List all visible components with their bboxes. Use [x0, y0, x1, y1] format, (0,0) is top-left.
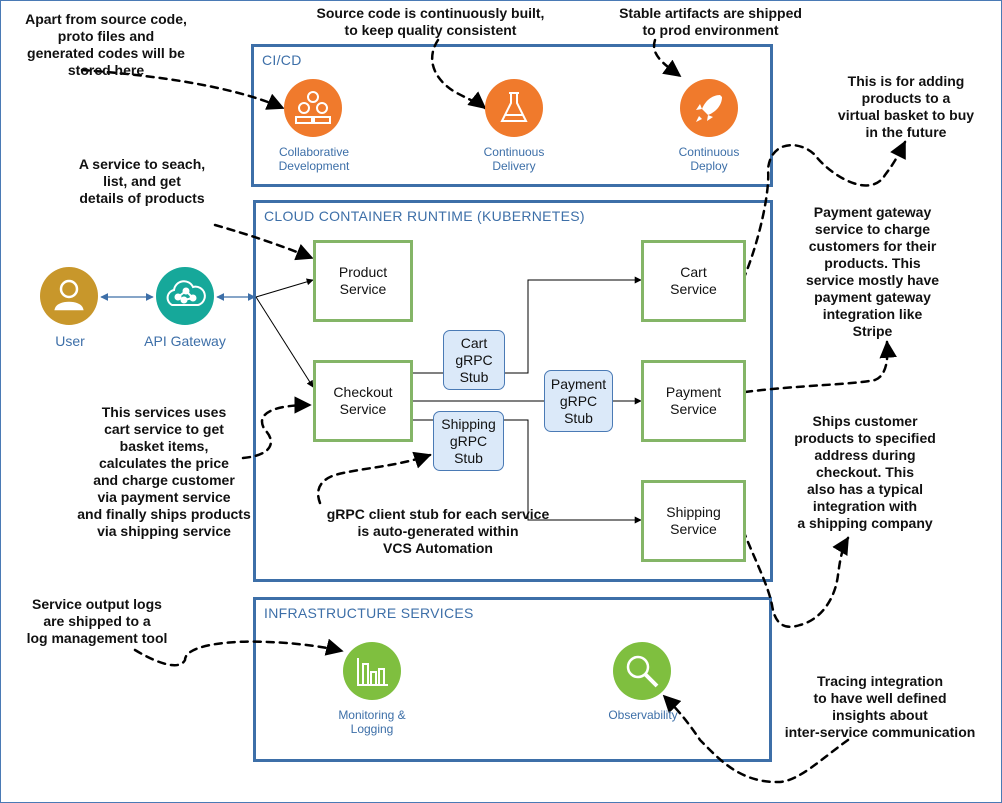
flow-to-checkout: [255, 296, 314, 388]
arrow-logs: [133, 638, 344, 667]
arrow-product: [213, 223, 314, 261]
arrow-continuous-build: [430, 38, 487, 110]
checkout-service[interactable]: Checkout Service: [313, 360, 413, 442]
note-payment-purpose: Payment gateway service to charge custom…: [805, 204, 940, 339]
note-source-storage: Apart from source code, proto files and …: [25, 11, 187, 78]
arrow-source-storage: [80, 68, 285, 110]
delivery-label: Continuous Delivery: [483, 145, 545, 173]
infra-section: INFRASTRUCTURE SERVICES: [253, 597, 772, 762]
gateway-label: API Gateway: [144, 333, 226, 349]
monitoring-label: Monitoring & Logging: [338, 708, 406, 736]
user-label: User: [55, 333, 85, 349]
arrow-tracing: [662, 694, 850, 784]
runtime-section: CLOUD CONTAINER RUNTIME (KUBERNETES): [253, 200, 773, 582]
infra-section-title: INFRASTRUCTURE SERVICES: [264, 605, 474, 621]
arrow-payment: [743, 340, 897, 394]
person-icon: [40, 267, 98, 325]
note-checkout-purpose: This services uses cart service to get b…: [77, 404, 251, 539]
cicd-section-title: CI/CD: [262, 52, 302, 68]
note-tracing: Tracing integration to have well defined…: [784, 673, 976, 740]
cloud-network-icon: [156, 267, 214, 325]
arrow-shipping: [741, 528, 850, 629]
cart-service[interactable]: Cart Service: [641, 240, 746, 322]
note-logs: Service output logs are shipped to a log…: [26, 596, 168, 646]
people-group-icon: [284, 79, 342, 137]
cart-grpc-stub[interactable]: Cart gRPC Stub: [443, 330, 505, 390]
flow-to-product: [255, 278, 314, 298]
arrow-checkout: [241, 396, 312, 460]
rocket-icon: [680, 79, 738, 137]
note-stable-artifacts: Stable artifacts are shipped to prod env…: [619, 5, 802, 38]
note-shipping-purpose: Ships customer products to specified add…: [794, 413, 936, 531]
product-service[interactable]: Product Service: [313, 240, 413, 322]
arrow-grpc-stub: [316, 451, 432, 505]
shipping-grpc-stub[interactable]: Shipping gRPC Stub: [433, 411, 504, 471]
payment-grpc-stub[interactable]: Payment gRPC Stub: [544, 370, 613, 432]
note-grpc-stub: gRPC client stub for each service is aut…: [326, 506, 550, 556]
note-continuous-build: Source code is continuously built, to ke…: [316, 5, 545, 38]
deploy-label: Continuous Deploy: [678, 145, 740, 173]
shipping-service[interactable]: Shipping Service: [641, 480, 746, 562]
arrow-cart: [741, 140, 907, 282]
observability-label: Observability: [608, 708, 678, 722]
note-cart-purpose: This is for adding products to a virtual…: [837, 73, 975, 140]
collab-label: Collaborative Development: [278, 145, 350, 173]
flask-icon: [485, 79, 543, 137]
magnifier-icon: [613, 642, 671, 700]
cicd-section: CI/CD: [251, 44, 773, 187]
payment-service[interactable]: Payment Service: [641, 360, 746, 442]
runtime-section-title: CLOUD CONTAINER RUNTIME (KUBERNETES): [264, 208, 585, 224]
arrow-stable-artifacts: [652, 38, 682, 78]
bar-chart-icon: [343, 642, 401, 700]
note-product-purpose: A service to seach, list, and get detail…: [78, 156, 206, 206]
